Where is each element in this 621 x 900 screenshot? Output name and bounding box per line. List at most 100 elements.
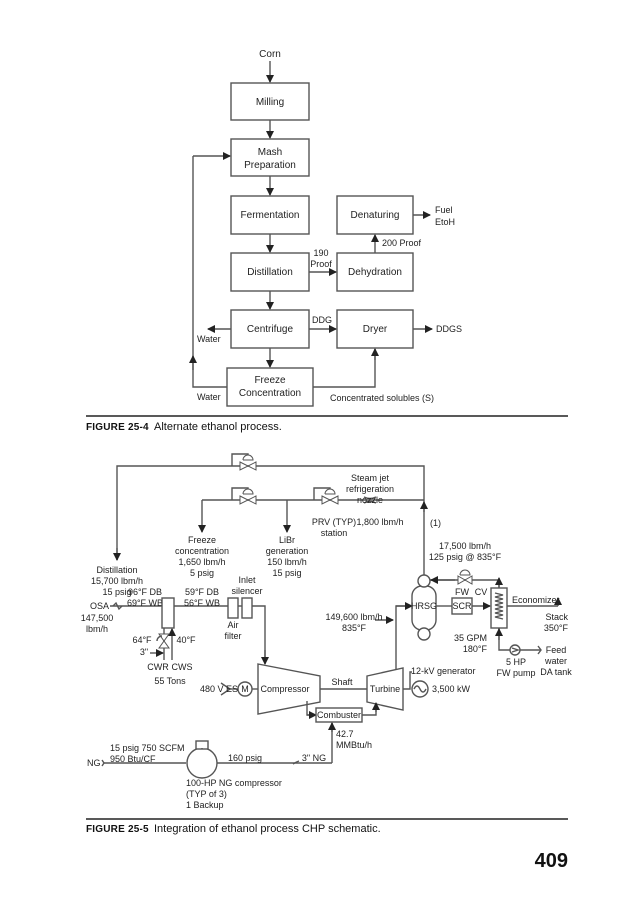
steam-note: (1) xyxy=(430,518,441,528)
steam-jet-label-2: refrigeration xyxy=(346,484,394,494)
water-freeze-label: Water xyxy=(197,392,221,402)
wb-1: 69°F WB xyxy=(127,598,163,608)
water-recycle-line xyxy=(192,156,227,388)
exhaust-temp: 835°F xyxy=(342,623,367,633)
motor-icon: M xyxy=(220,681,258,697)
hrsg-vessel xyxy=(411,574,437,641)
feed-label-3: DA tank xyxy=(540,667,572,677)
centrifuge-label: Centrifuge xyxy=(247,324,294,335)
economizer-label: Economizer xyxy=(512,595,560,605)
cws-temp: 40°F xyxy=(176,635,196,645)
figure-25-5-caption-label: FIGURE 25-5 xyxy=(86,824,149,835)
silencer-label-2: silencer xyxy=(231,586,262,596)
gen-line xyxy=(403,671,412,690)
figure-25-4-caption-label: FIGURE 25-4 xyxy=(86,422,149,433)
freeze-user-1: Freeze xyxy=(188,535,216,545)
economizer-coil-icon xyxy=(494,592,504,620)
steam-jet-label-1: Steam jet xyxy=(351,473,390,483)
centrifuge-box xyxy=(230,309,310,349)
gpm-temp: 180°F xyxy=(463,644,488,654)
freeze-label-1: Freeze xyxy=(254,375,286,386)
motor-label: M xyxy=(241,684,249,694)
distillation-user-3: 15 psig xyxy=(102,587,131,597)
feed-label-2: water xyxy=(544,656,567,666)
ng-compressor-icon xyxy=(186,740,218,779)
libr-user-1: LiBr xyxy=(279,535,295,545)
ng-label: NG xyxy=(87,758,101,768)
combuster-to-turbine xyxy=(362,704,377,716)
feed-break-icon xyxy=(537,645,542,655)
prv-label-2: station xyxy=(321,528,348,538)
prv-label-1: PRV (TYP) xyxy=(312,517,356,527)
silencer-label-1: Inlet xyxy=(238,575,256,585)
combuster-label: Combuster xyxy=(317,710,361,720)
valve-icon xyxy=(231,453,257,471)
libr-user-3: 150 lbm/h xyxy=(267,557,307,567)
osa-flow-2: lbm/h xyxy=(86,624,108,634)
distillation-user-1: Distillation xyxy=(96,565,137,575)
steam-jet-label-3: nozzle xyxy=(357,495,383,505)
distillation-user-2: 15,700 lbm/h xyxy=(91,576,143,586)
fuel-label: Fuel xyxy=(435,205,453,215)
dryer-label: Dryer xyxy=(363,324,388,335)
generator-icon xyxy=(411,680,429,698)
osa-label: OSA xyxy=(90,601,109,611)
fw-pump-icon xyxy=(509,644,521,656)
ng-supply-1: 15 psig 750 SCFM xyxy=(110,743,185,753)
stack-label-1: Stack xyxy=(545,612,568,622)
figure-25-4-diagram: Corn Milling Mash Preparation Fermentati… xyxy=(189,49,462,407)
cw-pipe-size: 3" xyxy=(140,647,148,657)
three-way-valve-icon xyxy=(156,633,170,649)
libr-user-2: generation xyxy=(266,546,309,556)
inlet-silencer xyxy=(241,597,253,619)
wb-2: 56°F WB xyxy=(184,598,220,608)
air-filter-label-1: Air xyxy=(228,620,239,630)
ng-discharge-label: 160 psig xyxy=(228,753,262,763)
exhaust-flow: 149,600 lbm/h xyxy=(325,612,382,622)
freeze-user-4: 5 psig xyxy=(190,568,214,578)
fermentation-label: Fermentation xyxy=(241,210,300,221)
freeze-label-2: Concentration xyxy=(239,388,301,399)
ng-break-icon xyxy=(101,759,105,767)
turbine-shape xyxy=(366,667,404,711)
scr-label: SCR xyxy=(452,601,472,611)
power-label: 3,500 kW xyxy=(432,684,471,694)
valve-icon xyxy=(231,487,257,505)
libr-user-4: 15 psig xyxy=(272,568,301,578)
prv-valve-icon xyxy=(313,487,339,505)
solubles-label: Concentrated solubles (S) xyxy=(330,393,434,403)
pump-label-2: FW pump xyxy=(496,668,535,678)
ng-supply-2: 950 Btu/CF xyxy=(110,754,156,764)
gpm-label: 35 GPM xyxy=(454,633,487,643)
fw-label: FW xyxy=(455,587,469,597)
distillation-box xyxy=(230,252,310,292)
ng-comp-label-2: (TYP of 3) xyxy=(186,789,227,799)
etoh-label: EtoH xyxy=(435,217,455,227)
page-number: 409 xyxy=(535,850,568,872)
proof-200-label: 200 Proof xyxy=(382,238,422,248)
fw-control-valve-icon xyxy=(457,569,473,585)
denaturing-label: Denaturing xyxy=(351,210,400,221)
steam-main-cond: 125 psig @ 835°F xyxy=(429,552,502,562)
compressor-shape xyxy=(257,663,321,715)
mash-label-2: Preparation xyxy=(244,160,296,171)
denaturing-box xyxy=(336,195,414,235)
db-2: 59°F DB xyxy=(185,587,219,597)
ng-reducer-icon xyxy=(292,760,300,765)
distillation-label: Distillation xyxy=(247,267,293,278)
db-1: 96°F DB xyxy=(128,587,162,597)
air-filter-label-2: filter xyxy=(224,631,241,641)
fermentation-box xyxy=(230,195,310,235)
ddgs-label: DDGS xyxy=(436,324,462,334)
proof-190-label-1: 190 xyxy=(313,248,328,258)
cv-label: CV xyxy=(475,587,488,597)
hrsg-label: HRSG xyxy=(411,601,437,611)
figure-25-5-caption: Integration of ethanol process CHP schem… xyxy=(154,823,381,835)
compressor-label: Compressor xyxy=(260,684,309,694)
milling-label: Milling xyxy=(256,97,284,108)
es-label: 480 V ES xyxy=(200,684,238,694)
freeze-user-3: 1,650 lbm/h xyxy=(178,557,225,567)
water-centrifuge-label: Water xyxy=(197,334,221,344)
mash-preparation-box xyxy=(230,138,310,177)
